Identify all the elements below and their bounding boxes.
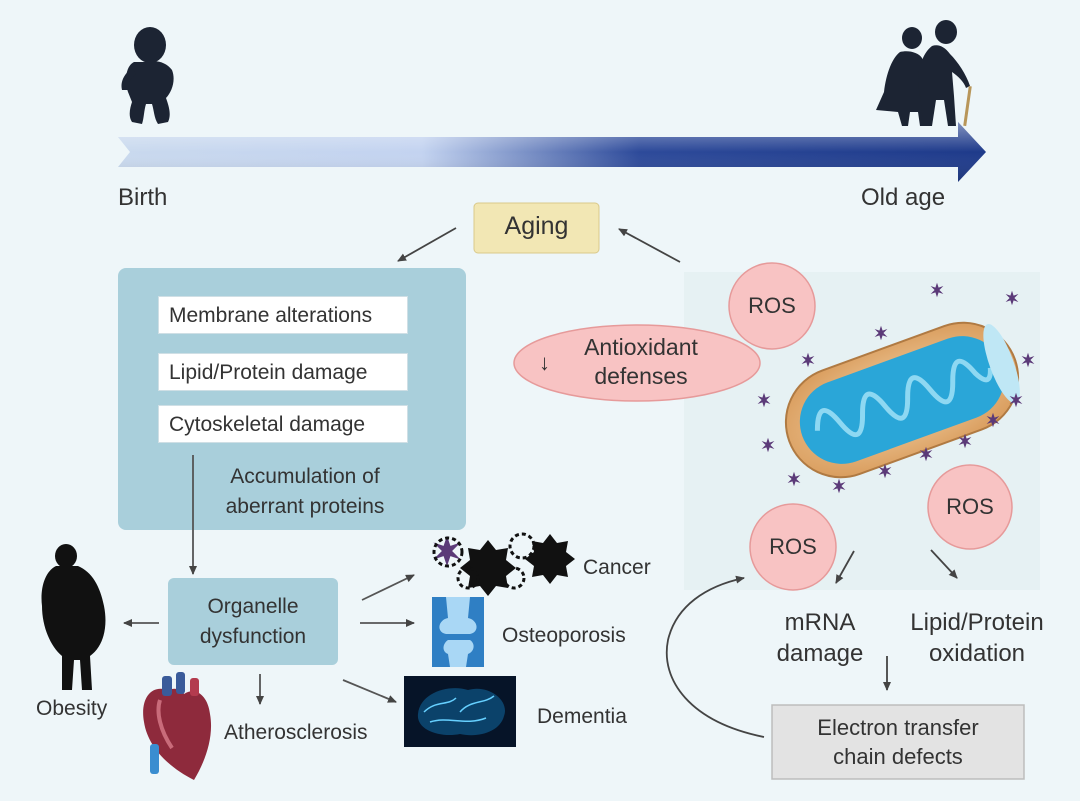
elderly-couple-icon bbox=[876, 20, 972, 127]
cancer-cells-icon bbox=[432, 532, 575, 596]
mitochondrion-icon bbox=[784, 321, 1020, 479]
dementia-label: Dementia bbox=[537, 705, 627, 728]
damage-item-membrane: Membrane alterations bbox=[158, 296, 408, 334]
antioxidant-ellipse bbox=[513, 324, 761, 402]
ros-label-top: ROS bbox=[748, 293, 796, 318]
ros-circle-left bbox=[749, 503, 837, 591]
antioxidant-decrease-arrow: ↓ bbox=[539, 350, 550, 375]
ros-circle-top bbox=[728, 262, 816, 350]
etc-label: Electron transfer chain defects bbox=[817, 715, 979, 769]
arrow-feedback-curve bbox=[665, 575, 765, 738]
ros-label-left: ROS bbox=[769, 534, 817, 559]
organelle-label: Organelle dysfunction bbox=[199, 595, 307, 648]
accumulation-label: Accumulation of aberrant proteins bbox=[225, 465, 385, 518]
atherosclerosis-label: Atherosclerosis bbox=[224, 721, 368, 744]
damage-item-lipid-protein: Lipid/Protein damage bbox=[158, 353, 408, 391]
timeline-arrow bbox=[118, 122, 986, 182]
arrow-to-lipid-oxidation bbox=[930, 549, 958, 579]
timeline-start-label: Birth bbox=[118, 184, 168, 211]
ros-label-right: ROS bbox=[946, 494, 994, 519]
damage-item-cytoskeletal: Cytoskeletal damage bbox=[158, 405, 408, 443]
arrow-to-dementia bbox=[342, 679, 397, 703]
antioxidant-label: Antioxidant defenses bbox=[584, 334, 698, 389]
brain-scan-icon bbox=[404, 676, 516, 747]
cancer-label: Cancer bbox=[583, 556, 651, 579]
knee-xray-icon bbox=[432, 597, 484, 667]
obesity-label: Obesity bbox=[36, 697, 108, 720]
arrow-to-cancer bbox=[361, 574, 415, 601]
timeline-end-label: Old age bbox=[861, 184, 946, 211]
arrow-mito-to-aging bbox=[618, 228, 681, 263]
aging-box bbox=[473, 202, 600, 254]
obesity-silhouette-icon bbox=[41, 544, 106, 690]
heart-icon bbox=[143, 672, 212, 780]
arrow-aging-to-damage bbox=[397, 227, 457, 262]
ros-circle-right bbox=[927, 464, 1013, 550]
organelle-box bbox=[168, 578, 338, 665]
etc-box bbox=[771, 704, 1025, 780]
lipid-oxidation-label: Lipid/Protein oxidation bbox=[910, 609, 1044, 667]
osteoporosis-label: Osteoporosis bbox=[502, 624, 626, 647]
arrow-to-mrna bbox=[835, 550, 855, 584]
baby-silhouette-icon bbox=[121, 27, 174, 124]
aging-label: Aging bbox=[504, 212, 569, 240]
mrna-damage-label: mRNA damage bbox=[776, 609, 864, 667]
